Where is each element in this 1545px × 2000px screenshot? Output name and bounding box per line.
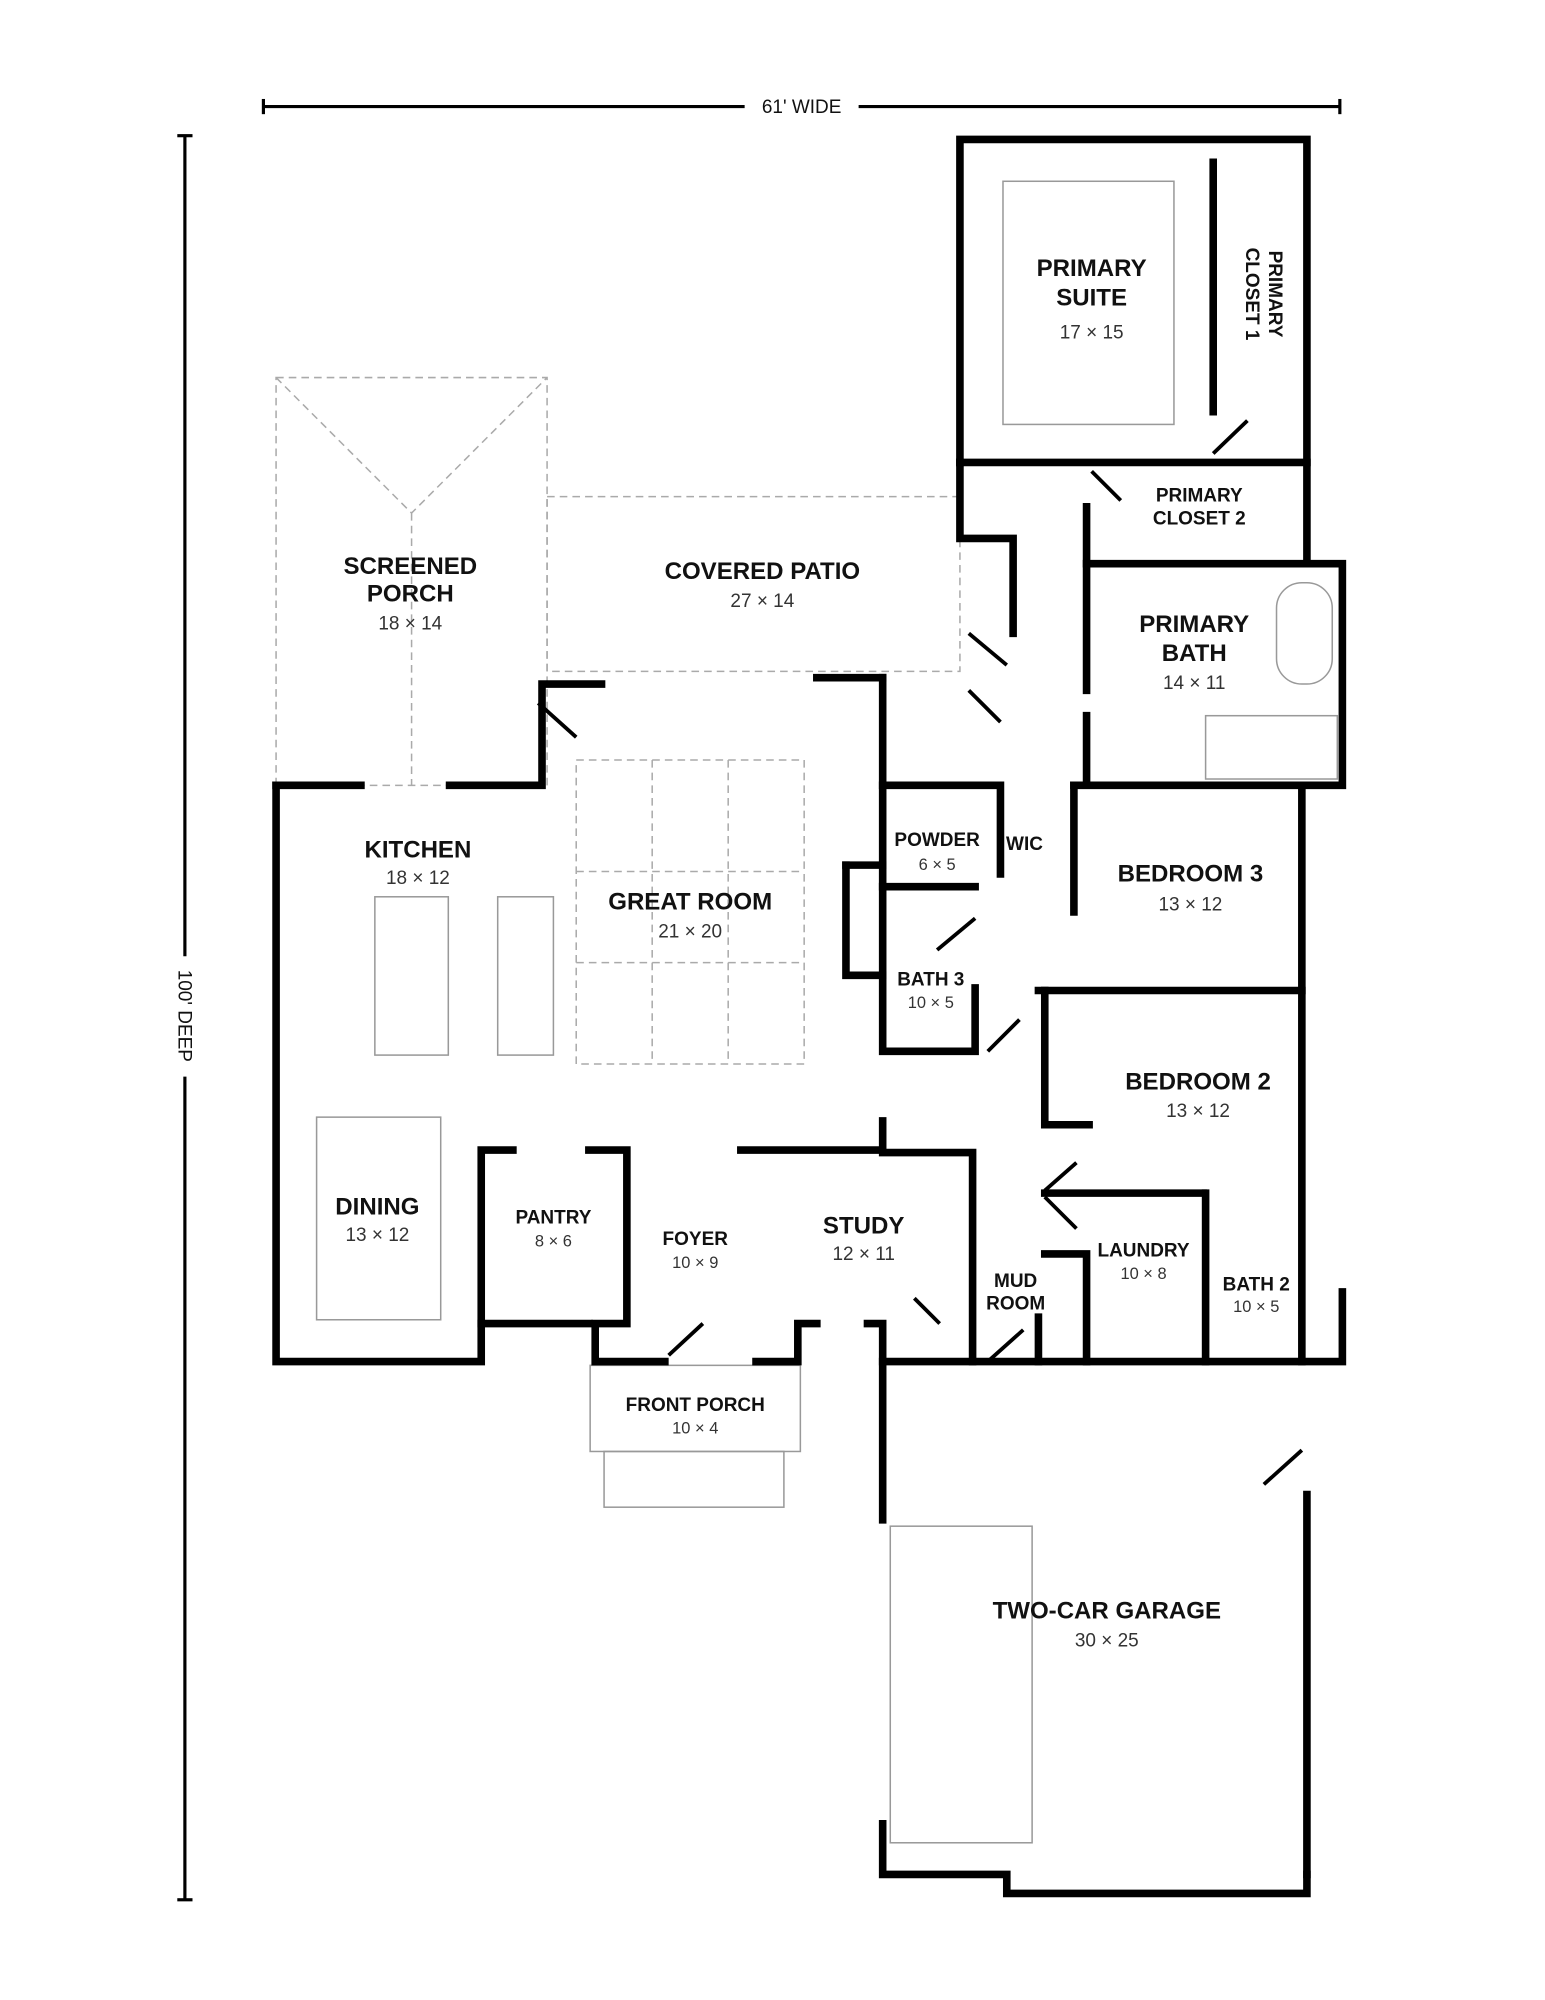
room-kitchen: KITCHEN 18 × 12 bbox=[364, 837, 471, 890]
room-size: 10 × 5 bbox=[908, 994, 954, 1012]
room-name: PRIMARY bbox=[1139, 611, 1249, 638]
room-covered-patio: COVERED PATIO 27 × 14 bbox=[665, 558, 861, 612]
room-size: 10 × 4 bbox=[672, 1420, 718, 1438]
room-size: 21 × 20 bbox=[658, 921, 722, 942]
room-foyer: FOYER 10 × 9 bbox=[663, 1229, 729, 1272]
room-size: 18 × 12 bbox=[386, 868, 450, 889]
room-screened-porch: SCREENED PORCH 18 × 14 bbox=[343, 553, 477, 635]
room-pantry: PANTRY 8 × 6 bbox=[515, 1208, 591, 1251]
room-name: FRONT PORCH bbox=[626, 1395, 765, 1416]
room-bedroom-3: BEDROOM 3 13 × 12 bbox=[1118, 861, 1264, 916]
room-name: KITCHEN bbox=[364, 837, 471, 864]
room-size: 13 × 12 bbox=[1166, 1101, 1230, 1122]
room-primary-bath: PRIMARY BATH 14 × 11 bbox=[1139, 611, 1249, 694]
room-size: 17 × 15 bbox=[1060, 322, 1124, 343]
room-name: BATH 2 bbox=[1223, 1275, 1290, 1296]
room-name: STUDY bbox=[823, 1213, 905, 1240]
room-name: SCREENED bbox=[343, 553, 477, 580]
room-bath-3: BATH 3 10 × 5 bbox=[897, 969, 964, 1012]
room-size: 12 × 11 bbox=[832, 1244, 894, 1265]
room-name: PANTRY bbox=[515, 1208, 591, 1229]
doors bbox=[536, 419, 1304, 1486]
room-study: STUDY 12 × 11 bbox=[823, 1213, 905, 1266]
room-name: PORCH bbox=[367, 581, 454, 608]
width-label: 61' WIDE bbox=[762, 97, 842, 118]
room-name: MUD bbox=[994, 1271, 1037, 1292]
room-name: BEDROOM 3 bbox=[1118, 861, 1264, 888]
room-front-porch: FRONT PORCH 10 × 4 bbox=[626, 1395, 765, 1438]
room-name: CLOSET 1 bbox=[1241, 248, 1262, 341]
room-name: WIC bbox=[1006, 834, 1043, 855]
room-name: BATH bbox=[1162, 640, 1227, 667]
outdoor-outlines bbox=[275, 180, 1339, 1844]
room-name: POWDER bbox=[894, 830, 980, 851]
room-size: 30 × 25 bbox=[1075, 1630, 1139, 1651]
room-size: 14 × 11 bbox=[1163, 673, 1225, 694]
room-name: GREAT ROOM bbox=[608, 888, 772, 915]
width-dimension: 61' WIDE bbox=[261, 97, 1342, 118]
room-name: PRIMARY bbox=[1156, 486, 1243, 507]
room-name: CLOSET 2 bbox=[1153, 508, 1246, 529]
room-name: BEDROOM 2 bbox=[1125, 1068, 1271, 1095]
room-laundry: LAUNDRY 10 × 8 bbox=[1097, 1240, 1189, 1283]
room-name: COVERED PATIO bbox=[665, 558, 861, 585]
room-size: 10 × 5 bbox=[1233, 1298, 1279, 1316]
room-size: 8 × 6 bbox=[535, 1232, 572, 1250]
room-great-room: GREAT ROOM 21 × 20 bbox=[608, 888, 772, 942]
room-name: LAUNDRY bbox=[1097, 1240, 1189, 1261]
room-powder: POWDER 6 × 5 bbox=[894, 830, 980, 874]
room-name: BATH 3 bbox=[897, 969, 964, 990]
room-size: 6 × 5 bbox=[919, 856, 956, 874]
room-size: 27 × 14 bbox=[730, 591, 794, 612]
room-name: PRIMARY bbox=[1264, 251, 1285, 338]
room-bedroom-2: BEDROOM 2 13 × 12 bbox=[1125, 1068, 1271, 1122]
room-name: TWO-CAR GARAGE bbox=[993, 1598, 1221, 1625]
room-name: FOYER bbox=[663, 1229, 729, 1250]
room-name: SUITE bbox=[1056, 284, 1127, 311]
room-name: ROOM bbox=[986, 1294, 1045, 1315]
room-dining: DINING 13 × 12 bbox=[335, 1194, 419, 1247]
room-primary-suite: PRIMARY SUITE 17 × 15 bbox=[1037, 255, 1147, 343]
room-size: 10 × 8 bbox=[1120, 1265, 1166, 1283]
room-name: PRIMARY bbox=[1037, 255, 1147, 282]
room-garage: TWO-CAR GARAGE 30 × 25 bbox=[993, 1598, 1221, 1652]
room-size: 18 × 14 bbox=[378, 614, 442, 635]
room-primary-closet-2: PRIMARY CLOSET 2 bbox=[1153, 486, 1246, 530]
room-size: 13 × 12 bbox=[345, 1225, 409, 1246]
depth-label: 100' DEEP bbox=[174, 970, 195, 1062]
room-mud-room: MUD ROOM bbox=[986, 1271, 1045, 1315]
room-size: 13 × 12 bbox=[1158, 895, 1222, 916]
room-wic: WIC bbox=[1006, 834, 1043, 855]
walls bbox=[272, 135, 1347, 1898]
room-primary-closet-1: PRIMARY CLOSET 1 bbox=[1241, 248, 1285, 341]
room-size: 10 × 9 bbox=[672, 1254, 718, 1272]
room-name: DINING bbox=[335, 1194, 419, 1221]
depth-dimension: 100' DEEP bbox=[174, 134, 195, 1902]
room-bath-2: BATH 2 10 × 5 bbox=[1223, 1275, 1290, 1317]
